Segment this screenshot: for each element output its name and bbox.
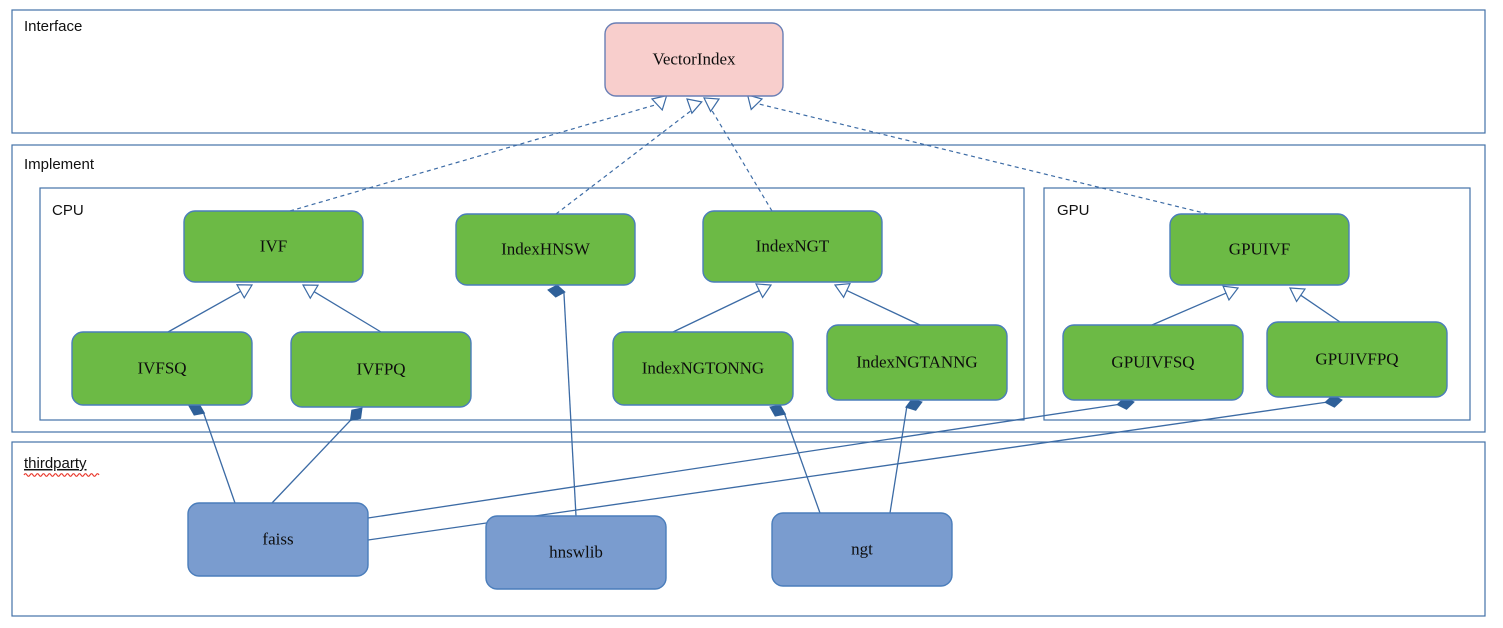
- hollow-triangle-icon: [301, 284, 320, 300]
- node-ivfsq-box[interactable]: [71, 331, 253, 406]
- node-faiss[interactable]: faiss: [187, 502, 369, 577]
- edge-line: [1151, 292, 1228, 326]
- edge-line: [202, 412, 236, 504]
- node-gpuivf-label: GPUIVF: [1229, 239, 1290, 258]
- edge-e-ivf-vectorindex: [289, 94, 668, 212]
- node-ivfsq-label: IVFSQ: [137, 358, 186, 377]
- edge-line: [750, 101, 1209, 215]
- node-indexngtonng[interactable]: IndexNGTONNG: [612, 331, 794, 406]
- node-gpuivfpq-label: GPUIVFPQ: [1315, 349, 1398, 368]
- node-ivfsq[interactable]: IVFSQ: [71, 331, 253, 406]
- node-indexngt[interactable]: IndexNGT: [702, 210, 883, 283]
- container-gpu-label: GPU: [1057, 202, 1090, 219]
- edge-e-ivfpq-ivf: [301, 284, 382, 333]
- hollow-triangle-icon: [1289, 287, 1307, 303]
- edge-e-indexngt-vectorindex: [703, 97, 773, 212]
- edge-e-indexngtonng-indexngt: [672, 283, 773, 333]
- node-gpuivfsq[interactable]: GPUIVFSQ: [1062, 324, 1244, 401]
- filled-diamond-icon: [547, 284, 566, 298]
- edge-line: [312, 290, 382, 333]
- container-cpu-label: CPU: [52, 202, 84, 219]
- edge-e-ngt-indexngtonng: [769, 404, 821, 514]
- edge-line: [271, 419, 352, 504]
- node-indexngtanng-label: IndexNGTANNG: [856, 352, 977, 371]
- hollow-triangle-icon: [703, 97, 721, 113]
- hollow-triangle-icon: [1222, 285, 1240, 302]
- edge-line: [563, 291, 577, 517]
- edge-line: [845, 289, 921, 326]
- filled-diamond-icon: [349, 407, 363, 422]
- node-indexngt-label: IndexNGT: [756, 236, 830, 255]
- node-gpuivfpq[interactable]: GPUIVFPQ: [1266, 321, 1448, 398]
- node-faiss-box[interactable]: [187, 502, 369, 577]
- hollow-triangle-icon: [686, 98, 703, 115]
- node-ivf-box[interactable]: [183, 210, 364, 283]
- node-indexngtanng-box[interactable]: [826, 324, 1008, 401]
- node-hnswlib-label: hnswlib: [549, 542, 603, 561]
- node-vectorindex-label: VectorIndex: [652, 49, 736, 68]
- edge-e-gpuivfpq-gpuivf: [1289, 287, 1341, 323]
- container-thirdparty-label: thirdparty: [24, 455, 87, 472]
- spellcheck-underline-icon: [23, 473, 100, 477]
- node-gpuivfsq-box[interactable]: [1062, 324, 1244, 401]
- hollow-triangle-icon: [746, 94, 764, 111]
- container-implement-label: Implement: [24, 156, 95, 173]
- edge-line: [1299, 294, 1341, 323]
- node-hnswlib[interactable]: hnswlib: [485, 515, 667, 590]
- edge-line: [672, 289, 761, 333]
- hollow-triangle-icon: [235, 284, 254, 300]
- node-indexngtonng-label: IndexNGTONNG: [642, 358, 764, 377]
- node-gpuivf-box[interactable]: [1169, 213, 1350, 286]
- node-indexngt-box[interactable]: [702, 210, 883, 283]
- edge-e-faiss-ivfsq: [188, 403, 236, 504]
- node-ngt-label: ngt: [851, 539, 873, 558]
- edge-e-ivfsq-ivf: [167, 284, 254, 333]
- edge-e-indexngtanng-indexngt: [833, 283, 921, 326]
- node-indexhnsw-label: IndexHNSW: [501, 239, 591, 258]
- container-interface-label: Interface: [24, 18, 82, 35]
- node-ivfpq-label: IVFPQ: [356, 359, 405, 378]
- node-indexngtonng-box[interactable]: [612, 331, 794, 406]
- node-gpuivfpq-box[interactable]: [1266, 321, 1448, 398]
- node-vectorindex[interactable]: VectorIndex: [604, 22, 784, 97]
- hollow-triangle-icon: [755, 283, 773, 299]
- node-ivfpq-box[interactable]: [290, 331, 472, 408]
- filled-diamond-icon: [769, 404, 787, 417]
- edge-e-indexhnsw-vectorindex: [555, 98, 703, 215]
- node-gpuivf[interactable]: GPUIVF: [1169, 213, 1350, 286]
- node-ivf-label: IVF: [260, 236, 287, 255]
- node-indexhnsw[interactable]: IndexHNSW: [455, 213, 636, 286]
- node-hnswlib-box[interactable]: [485, 515, 667, 590]
- node-indexngtanng[interactable]: IndexNGTANNG: [826, 324, 1008, 401]
- edge-line: [889, 406, 908, 514]
- node-ngt[interactable]: ngt: [771, 512, 953, 587]
- hollow-triangle-icon: [833, 283, 851, 299]
- edge-line: [367, 403, 1119, 519]
- edge-line: [289, 101, 664, 212]
- node-indexhnsw-box[interactable]: [455, 213, 636, 286]
- edge-e-gpuivf-vectorindex: [746, 94, 1209, 215]
- node-faiss-label: faiss: [262, 529, 293, 548]
- node-ivfpq[interactable]: IVFPQ: [290, 331, 472, 408]
- edge-line: [167, 290, 242, 333]
- node-vectorindex-box[interactable]: [604, 22, 784, 97]
- node-ivf[interactable]: IVF: [183, 210, 364, 283]
- hollow-triangle-icon: [650, 94, 668, 112]
- edge-line: [783, 413, 821, 514]
- edge-e-gpuivfsq-gpuivf: [1151, 285, 1240, 326]
- node-gpuivfsq-label: GPUIVFSQ: [1111, 352, 1194, 371]
- node-ngt-box[interactable]: [771, 512, 953, 587]
- edge-e-faiss-ivfpq: [271, 407, 363, 504]
- edge-e-hnswlib-indexhnsw: [547, 284, 577, 517]
- edge-line: [707, 103, 773, 212]
